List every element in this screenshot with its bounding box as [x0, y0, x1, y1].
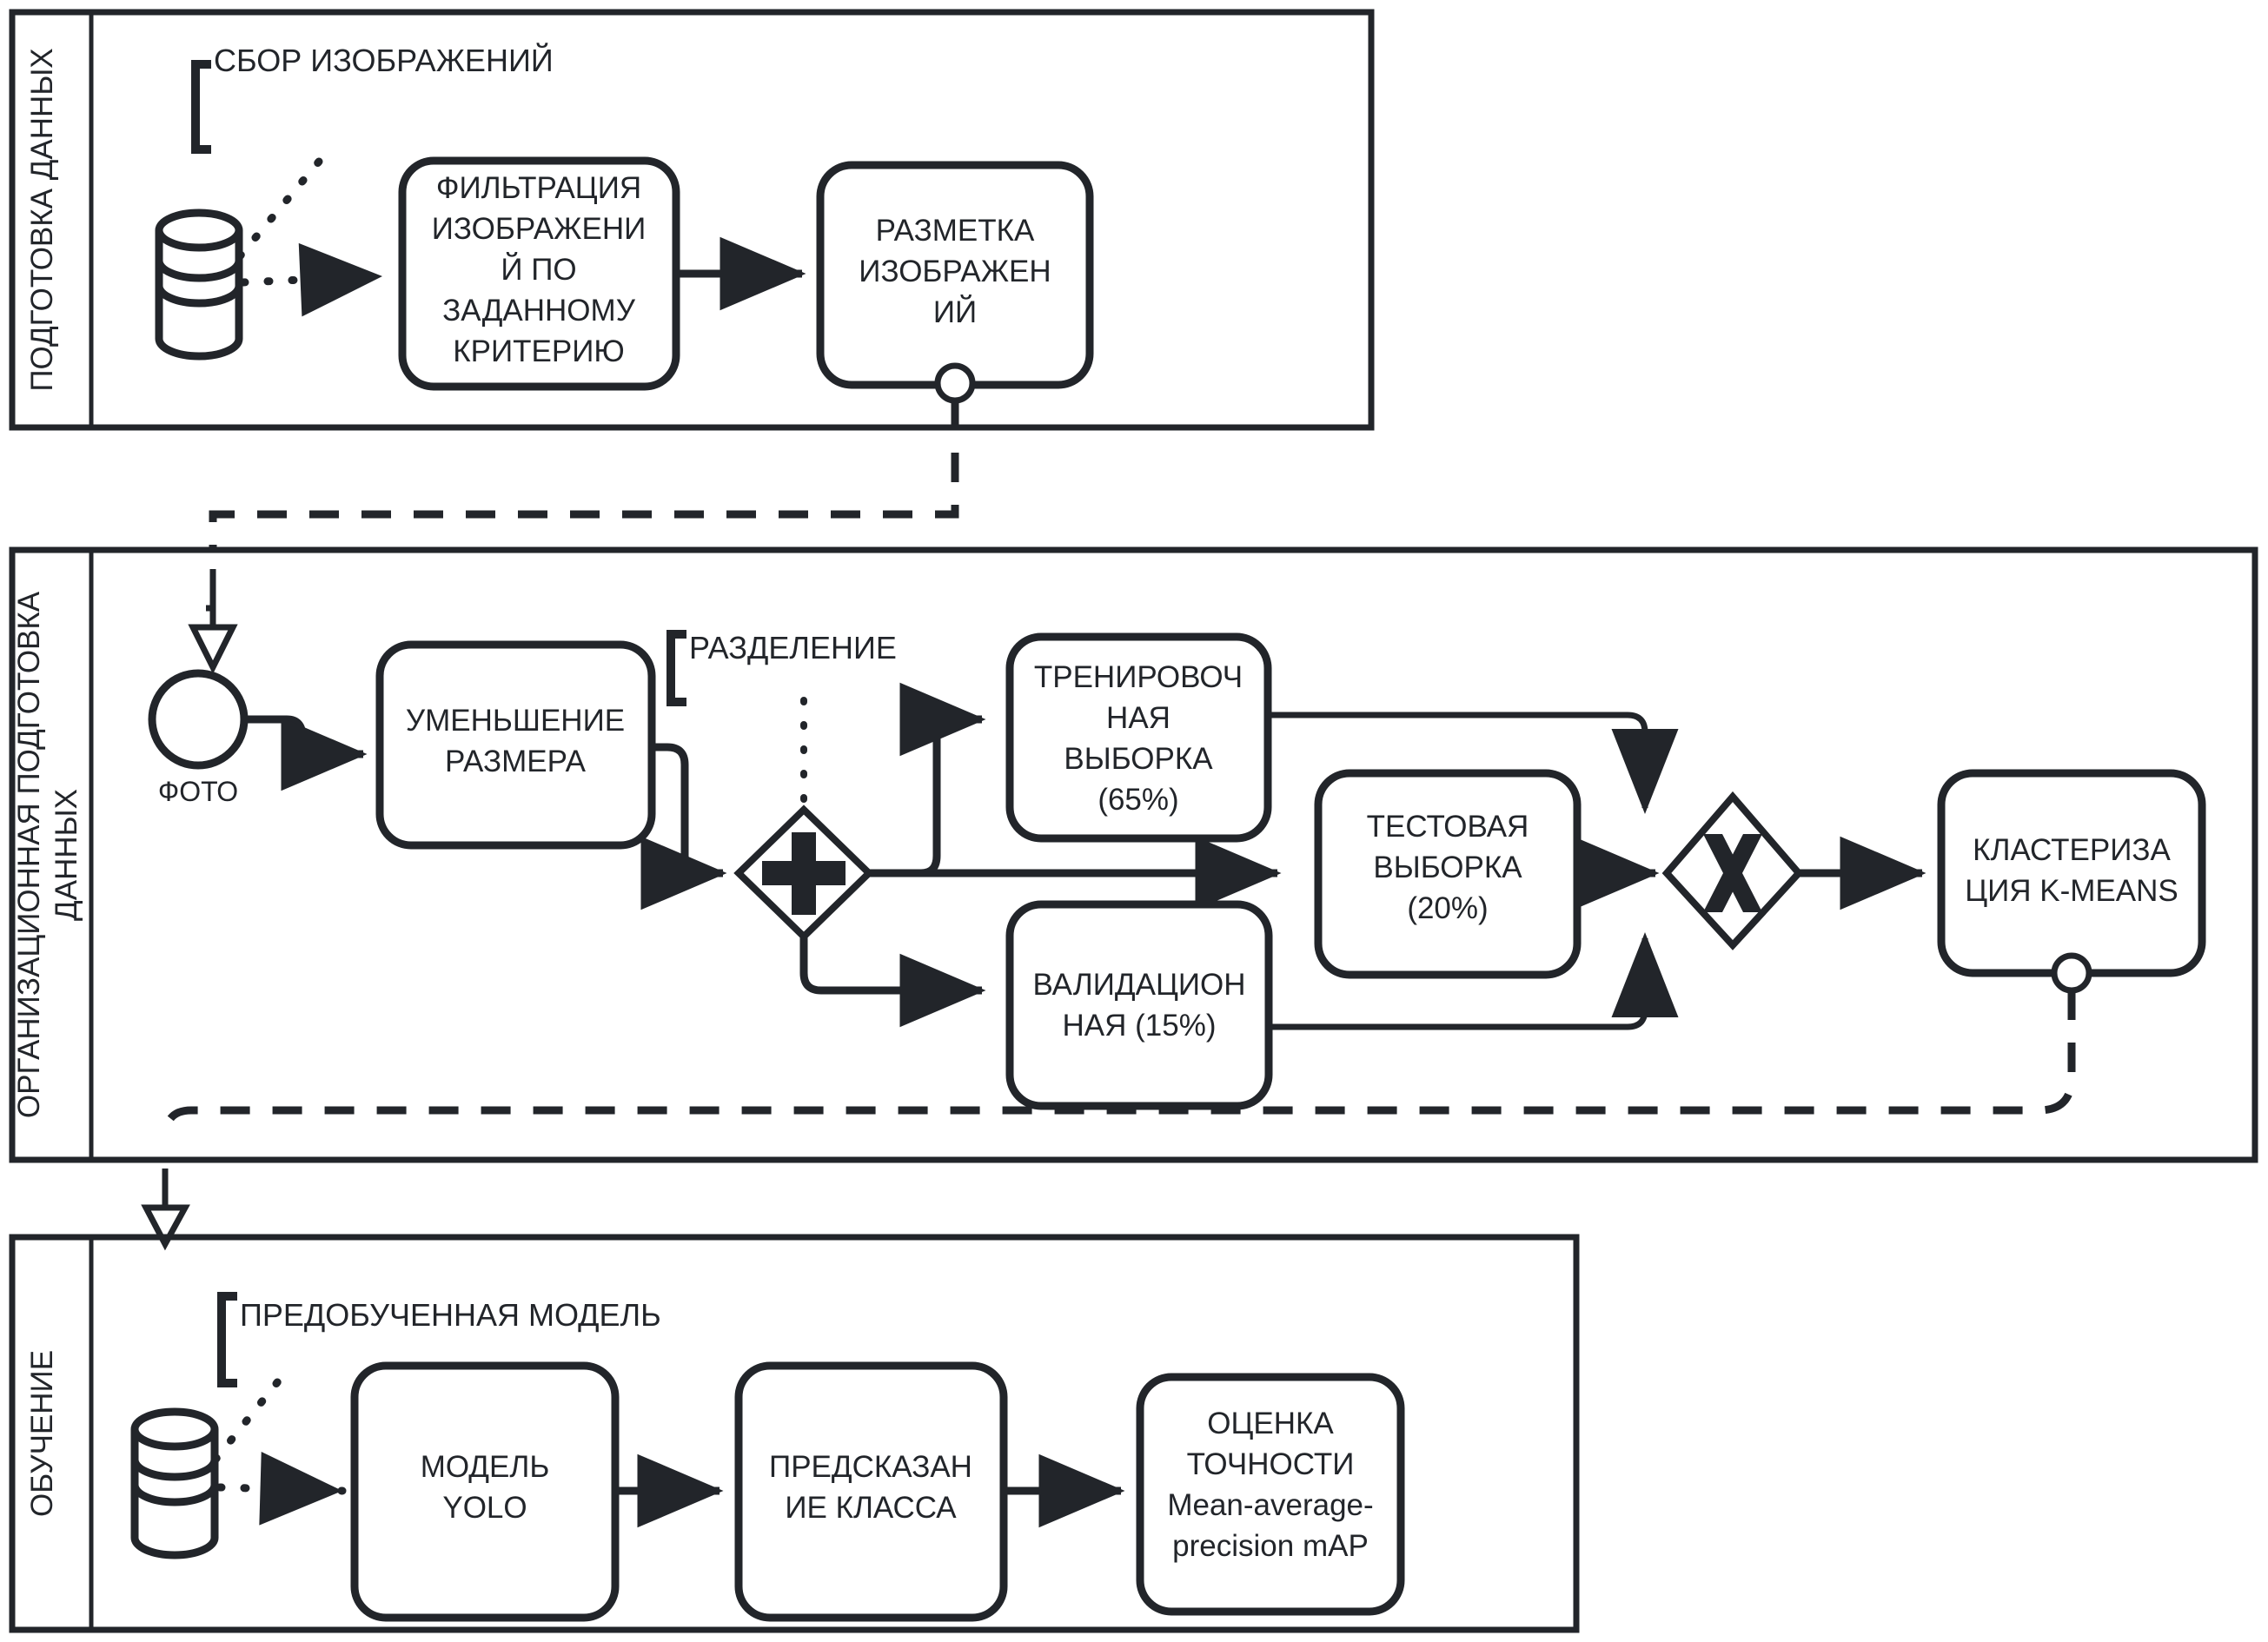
db1-top [155, 209, 243, 252]
db1-ring2 [155, 285, 243, 308]
pool-1-frame [9, 9, 1375, 431]
task-validation-set[interactable]: ВАЛИДАЦИОН НАЯ (15%) [1005, 900, 1273, 1110]
start-event-photo-circle[interactable] [148, 669, 249, 770]
association-annotation-db3 [211, 1377, 282, 1464]
data-store-icon-collection [155, 209, 243, 361]
message-flow-pool2-to-pool3 [141, 990, 2076, 1251]
db1-ring1 [155, 260, 243, 282]
association-db1-filter [239, 242, 387, 317]
db3-ring2 [130, 1484, 219, 1506]
task-kmeans-line2: ЦИЯ K-MEANS [1965, 874, 2178, 908]
sequence-flow-validation-to-xgateway [1269, 932, 1679, 1030]
exclusive-gateway[interactable] [1661, 791, 1804, 950]
annotation-bracket-1 [191, 60, 211, 154]
task-kmeans-box[interactable] [1937, 769, 2206, 977]
annotation-razdelenie: РАЗДЕЛЕНИЕ [666, 630, 897, 706]
pool-2-label-line2: ДАННЫХ [50, 789, 83, 921]
task-training-set-box[interactable] [1005, 632, 1272, 843]
annotation-pretrained-model: ПРЕДОБУЧЕННАЯ МОДЕЛЬ [217, 1292, 661, 1387]
task-valid-line1: ВАЛИДАЦИОН [1032, 968, 1245, 1002]
task-test-line2: ВЫБОРКА [1373, 851, 1522, 884]
boundary-message-event-kmeans[interactable] [2051, 952, 2092, 994]
task-acc-line4: precision mAP [1172, 1529, 1369, 1563]
pool-data-preparation: ПОДГОТОВКА ДАННЫХ [9, 9, 1375, 431]
task-predict-class[interactable]: ПРЕДСКАЗАН ИЕ КЛАССА [734, 1361, 1008, 1622]
task-annotate-line1: РАЗМЕТКА [876, 214, 1035, 248]
task-resize-line2: РАЗМЕРА [445, 745, 587, 778]
task-filter-images[interactable]: ФИЛЬТРАЦИЯ ИЗОБРАЖЕНИ Й ПО ЗАДАННОМУ КРИ… [398, 156, 680, 391]
annotation-label-1: СБОР ИЗОБРАЖЕНИЙ [214, 42, 554, 78]
task-filter-line3: Й ПО [501, 252, 576, 287]
task-predict-line1: ПРЕДСКАЗАН [769, 1450, 972, 1484]
annotation-sbor-izobrazhenii: СБОР ИЗОБРАЖЕНИЙ [191, 42, 554, 154]
pool-1-label: ПОДГОТОВКА ДАННЫХ [25, 48, 59, 391]
parallel-gateway-plus-h [762, 861, 846, 885]
task-training-set[interactable]: ТРЕНИРОВОЧ НАЯ ВЫБОРКА (65%) [1005, 632, 1272, 843]
task-filter-line4: ЗАДАННОМУ [442, 294, 636, 328]
task-acc-line1: ОЦЕНКА [1207, 1407, 1334, 1440]
association-db3-yolo [216, 1452, 347, 1526]
task-train-line1: ТРЕНИРОВОЧ [1034, 660, 1243, 694]
task-annotate-images[interactable]: РАЗМЕТКА ИЗОБРАЖЕН ИЙ [816, 161, 1094, 389]
task-kmeans-clustering[interactable]: КЛАСТЕРИЗА ЦИЯ K-MEANS [1937, 769, 2206, 977]
task-test-set[interactable]: ТЕСТОВАЯ ВЫБОРКА (20%) [1314, 769, 1582, 979]
task-valid-line2: НАЯ (15%) [1063, 1009, 1217, 1043]
task-acc-line2: ТОЧНОСТИ [1187, 1447, 1355, 1481]
boundary-message-event-annotate[interactable] [934, 362, 976, 404]
task-filter-line5: КРИТЕРИЮ [453, 334, 624, 368]
start-event-photo-label: ФОТО [158, 776, 238, 807]
db3-ring1 [130, 1459, 219, 1481]
annotation-label-2: РАЗДЕЛЕНИЕ [689, 630, 897, 665]
pool-training: ОБУЧЕНИЕ [9, 1234, 1580, 1633]
sequence-flow-resize-to-gateway [640, 743, 727, 910]
task-predict-line2: ИЕ КЛАССА [785, 1491, 957, 1525]
task-filter-line1: ФИЛЬТРАЦИЯ [436, 171, 641, 205]
task-resize-line1: УМЕНЬШЕНИЕ [406, 704, 625, 738]
pool-2-label-line1: ОРГАНИЗАЦИОННАЯ ПОДГОТОВКА [12, 591, 46, 1118]
pool-3-label: ОБУЧЕНИЕ [25, 1350, 59, 1517]
sequence-flow-gateway-to-train [869, 682, 986, 877]
annotation-bracket-3 [217, 1292, 237, 1387]
task-filter-line2: ИЗОБРАЖЕНИ [432, 212, 647, 246]
exclusive-gateway-x-glyph [1703, 834, 1762, 912]
message-flow-arrowhead-2 [141, 1204, 190, 1251]
task-accuracy-evaluation[interactable]: ОЦЕНКА ТОЧНОСТИ Mean-average- precision … [1136, 1373, 1405, 1616]
message-flow-arrowhead-1 [188, 624, 238, 674]
pool-organizational-preparation: ОРГАНИЗАЦИОННАЯ ПОДГОТОВКА ДАННЫХ [9, 546, 2258, 1163]
task-reduce-size[interactable]: УМЕНЬШЕНИЕ РАЗМЕРА [375, 640, 656, 850]
task-validation-set-box[interactable] [1005, 900, 1273, 1110]
task-yolo-line1: МОДЕЛЬ [421, 1450, 550, 1484]
parallel-gateway[interactable] [733, 804, 874, 942]
sequence-flow-photo-to-resize [244, 715, 368, 791]
db3-top [130, 1407, 219, 1451]
pool-2-frame [9, 546, 2258, 1163]
start-event-photo[interactable]: ФОТО [148, 669, 249, 807]
data-store-icon-pretrained [130, 1407, 219, 1559]
task-acc-line3: Mean-average- [1167, 1488, 1373, 1522]
task-model-yolo[interactable]: МОДЕЛЬ YOLO [350, 1361, 620, 1622]
task-kmeans-line1: КЛАСТЕРИЗА [1973, 833, 2171, 867]
annotation-bracket-2 [666, 630, 686, 706]
task-test-line1: ТЕСТОВАЯ [1367, 810, 1529, 844]
task-annotate-line2: ИЗОБРАЖЕН [859, 255, 1051, 288]
message-flow-pool1-to-pool2 [188, 401, 959, 674]
association-annotation-db1 [235, 152, 328, 261]
task-train-line4: (65%) [1098, 783, 1178, 817]
pool-3-frame [9, 1234, 1580, 1633]
sequence-flow-train-to-xgateway [1268, 712, 1679, 814]
task-train-line3: ВЫБОРКА [1064, 742, 1213, 776]
sequence-flow-gateway-to-validation [799, 937, 986, 1028]
task-annotate-line3: ИЙ [933, 295, 977, 329]
annotation-label-3: ПРЕДОБУЧЕННАЯ МОДЕЛЬ [240, 1297, 661, 1333]
message-flow-path-1 [209, 401, 959, 547]
task-test-line3: (20%) [1407, 891, 1488, 925]
task-accuracy-box[interactable] [1136, 1373, 1405, 1616]
task-yolo-line2: YOLO [442, 1491, 527, 1525]
task-train-line2: НАЯ [1106, 701, 1170, 735]
